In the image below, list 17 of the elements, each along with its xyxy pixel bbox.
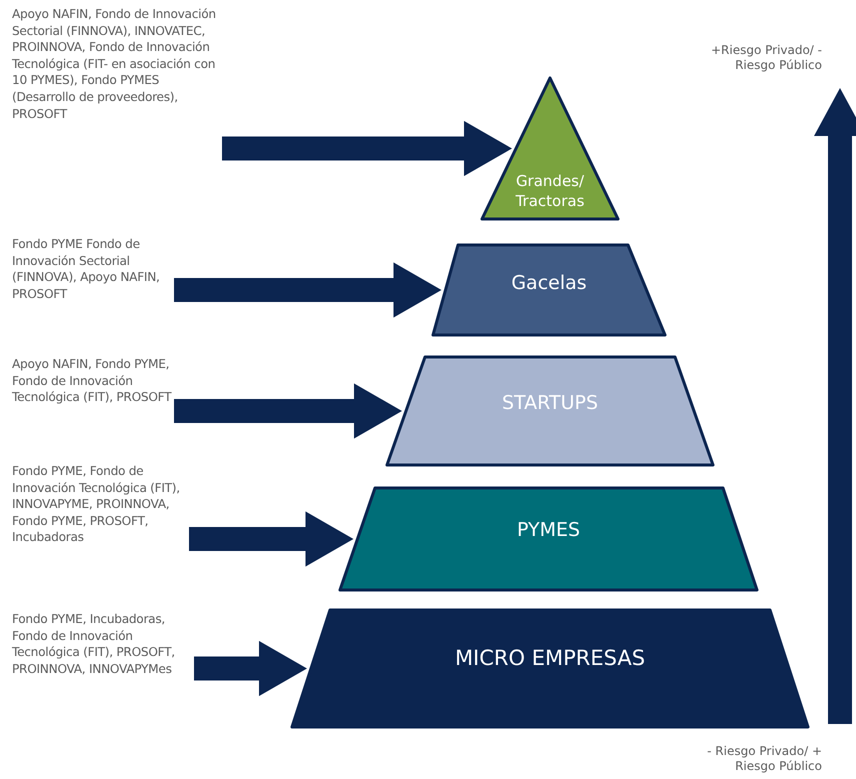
axis-label: +Riesgo Privado/ - Riesgo Público [710, 43, 822, 73]
tier-label: MICRO EMPRESAS [454, 646, 646, 670]
tier-label: STARTUPS [500, 392, 600, 414]
axis-label: - Riesgo Privado/ + Riesgo Público [706, 744, 822, 774]
tier-label: PYMES [516, 518, 582, 540]
program-list: Fondo PYME Fondo de Innovación Sectorial (FINNOVA), Apoyo NAFIN, PROSOFT [12, 236, 172, 302]
program-list: Fondo PYME, Fondo de Innovación Tecnológica (FIT), INNOVAPYME, PROINNOVA, Fondo PYME, PROSOFT, Incubadoras [12, 463, 187, 546]
arrow [174, 383, 402, 439]
arrow [222, 120, 512, 176]
tier-label: Grandes/ Tractoras [514, 170, 586, 210]
program-list: Fondo PYME, Incubadoras, Fondo de Innovación Tecnológica (FIT), PROSOFT, PROINNOVA, INNOVAPYMes [12, 611, 192, 678]
arrow [189, 511, 354, 567]
tier-label: Gacelas [510, 272, 588, 294]
arrow [174, 262, 442, 318]
arrow [194, 640, 307, 696]
program-list: Apoyo NAFIN, Fondo de Innovación Sectorial (FINNOVA), INNOVATEC, PROINNOVA, Fondo de Innovación Tecnológica (FIT- en asociación con 10 PYMES), Fondo PYMES (Desarrollo de proveedores), PROSOFT [12, 6, 220, 122]
program-list: Apoyo NAFIN, Fondo PYME, Fondo de Innovación Tecnológica (FIT), PROSOFT [12, 356, 172, 406]
